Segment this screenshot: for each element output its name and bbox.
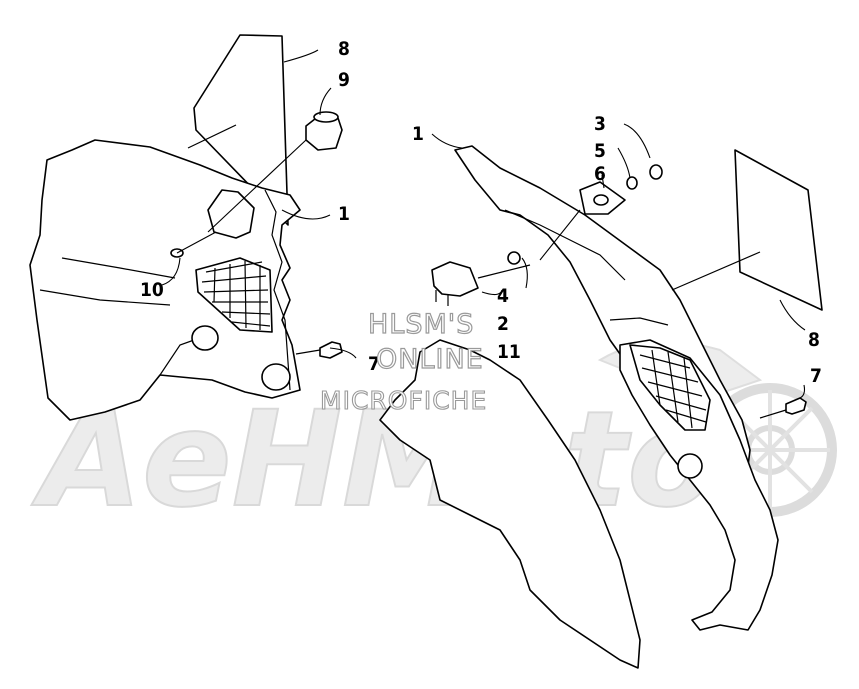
watermark-line-1: HLSM'S bbox=[368, 309, 474, 340]
mudflap-right bbox=[379, 339, 641, 669]
callout-3: 3 bbox=[594, 113, 606, 135]
right-vent-grille bbox=[629, 344, 711, 431]
watermark-text: HLSM'S ONLINE MICROFICHE bbox=[319, 308, 487, 415]
left-boss-bottom bbox=[261, 363, 291, 391]
left-leaders bbox=[161, 49, 357, 359]
callout-2: 2 bbox=[497, 313, 509, 335]
callout-1-left: 1 bbox=[338, 203, 350, 225]
callout-7-left: 7 bbox=[368, 353, 380, 375]
right-boss bbox=[677, 453, 703, 479]
watermark-line-3: MICROFICHE bbox=[320, 386, 487, 415]
nut-3 bbox=[649, 164, 663, 180]
callout-labels: 8 9 1 10 7 1 3 5 6 4 2 11 8 7 bbox=[140, 38, 822, 387]
right-leaders bbox=[431, 123, 806, 399]
callout-6: 6 bbox=[594, 163, 606, 185]
decal-right bbox=[734, 149, 823, 311]
washer-5 bbox=[626, 176, 638, 190]
right-fender-lower bbox=[619, 339, 779, 631]
callout-8-top: 8 bbox=[338, 38, 350, 60]
callout-10: 10 bbox=[140, 279, 164, 301]
left-vent-grille bbox=[195, 257, 273, 333]
switch-2 bbox=[431, 261, 479, 297]
bolt-7-right bbox=[785, 397, 807, 415]
callout-1-right: 1 bbox=[412, 123, 424, 145]
bolt-7-left bbox=[319, 341, 343, 359]
callout-9: 9 bbox=[338, 69, 350, 91]
grommet-4 bbox=[507, 251, 521, 265]
decal-left bbox=[193, 34, 289, 226]
watermark-logo-text: AeHMoto bbox=[31, 383, 718, 537]
callout-4: 4 bbox=[497, 285, 509, 307]
watermark-line-2: ONLINE bbox=[376, 344, 484, 375]
callout-11: 11 bbox=[497, 341, 521, 363]
right-fender-assembly bbox=[379, 145, 823, 669]
light-housing bbox=[207, 189, 255, 239]
left-fender-assembly bbox=[29, 34, 343, 421]
callout-7-right: 7 bbox=[810, 365, 822, 387]
callout-8-right: 8 bbox=[808, 329, 820, 351]
callout-5: 5 bbox=[594, 140, 606, 162]
left-boss-top bbox=[191, 325, 219, 351]
